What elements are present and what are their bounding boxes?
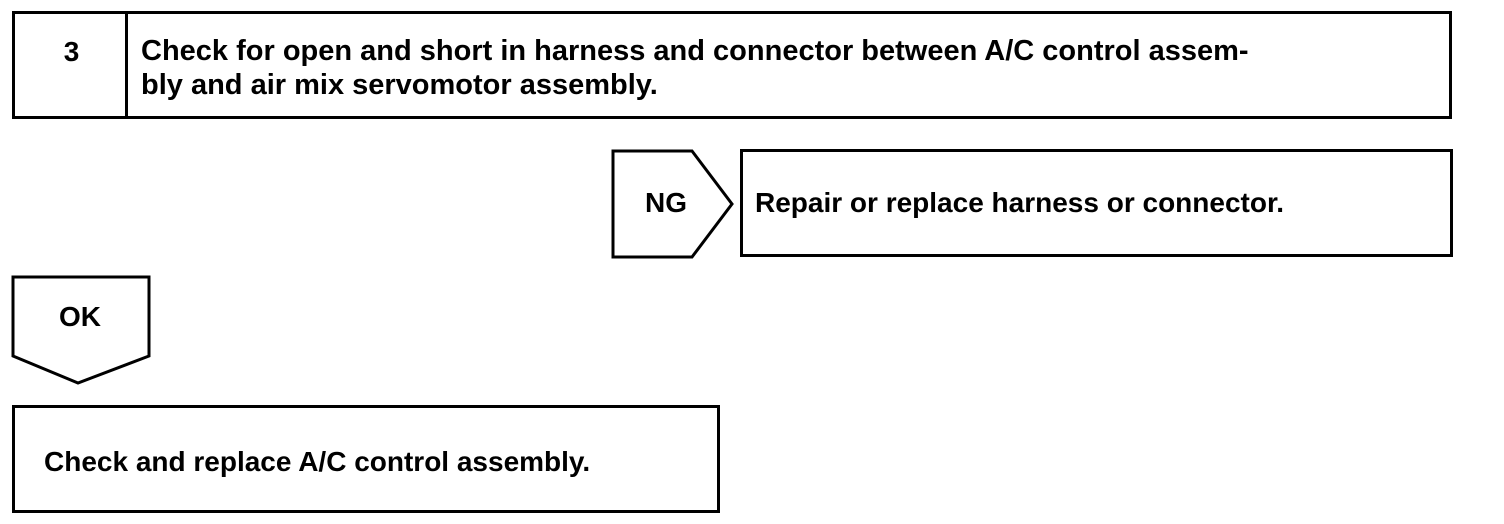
step-description: Check for open and short in harness and … bbox=[141, 35, 1249, 101]
step-box: 3 Check for open and short in harness an… bbox=[12, 11, 1452, 119]
ng-action-box: Repair or replace harness or connector. bbox=[740, 149, 1453, 257]
step-number: 3 bbox=[63, 36, 80, 67]
ok-action-box: Check and replace A/C control assembly. bbox=[12, 405, 720, 513]
step-number-cell: 3 bbox=[15, 14, 128, 116]
ok-action-text: Check and replace A/C control assembly. bbox=[44, 446, 591, 477]
ng-label: NG bbox=[645, 187, 687, 218]
ok-label: OK bbox=[59, 301, 101, 332]
ng-action-text: Repair or replace harness or connector. bbox=[755, 187, 1285, 218]
ok-arrow-shape bbox=[11, 275, 151, 385]
ng-arrow-shape bbox=[611, 149, 734, 259]
